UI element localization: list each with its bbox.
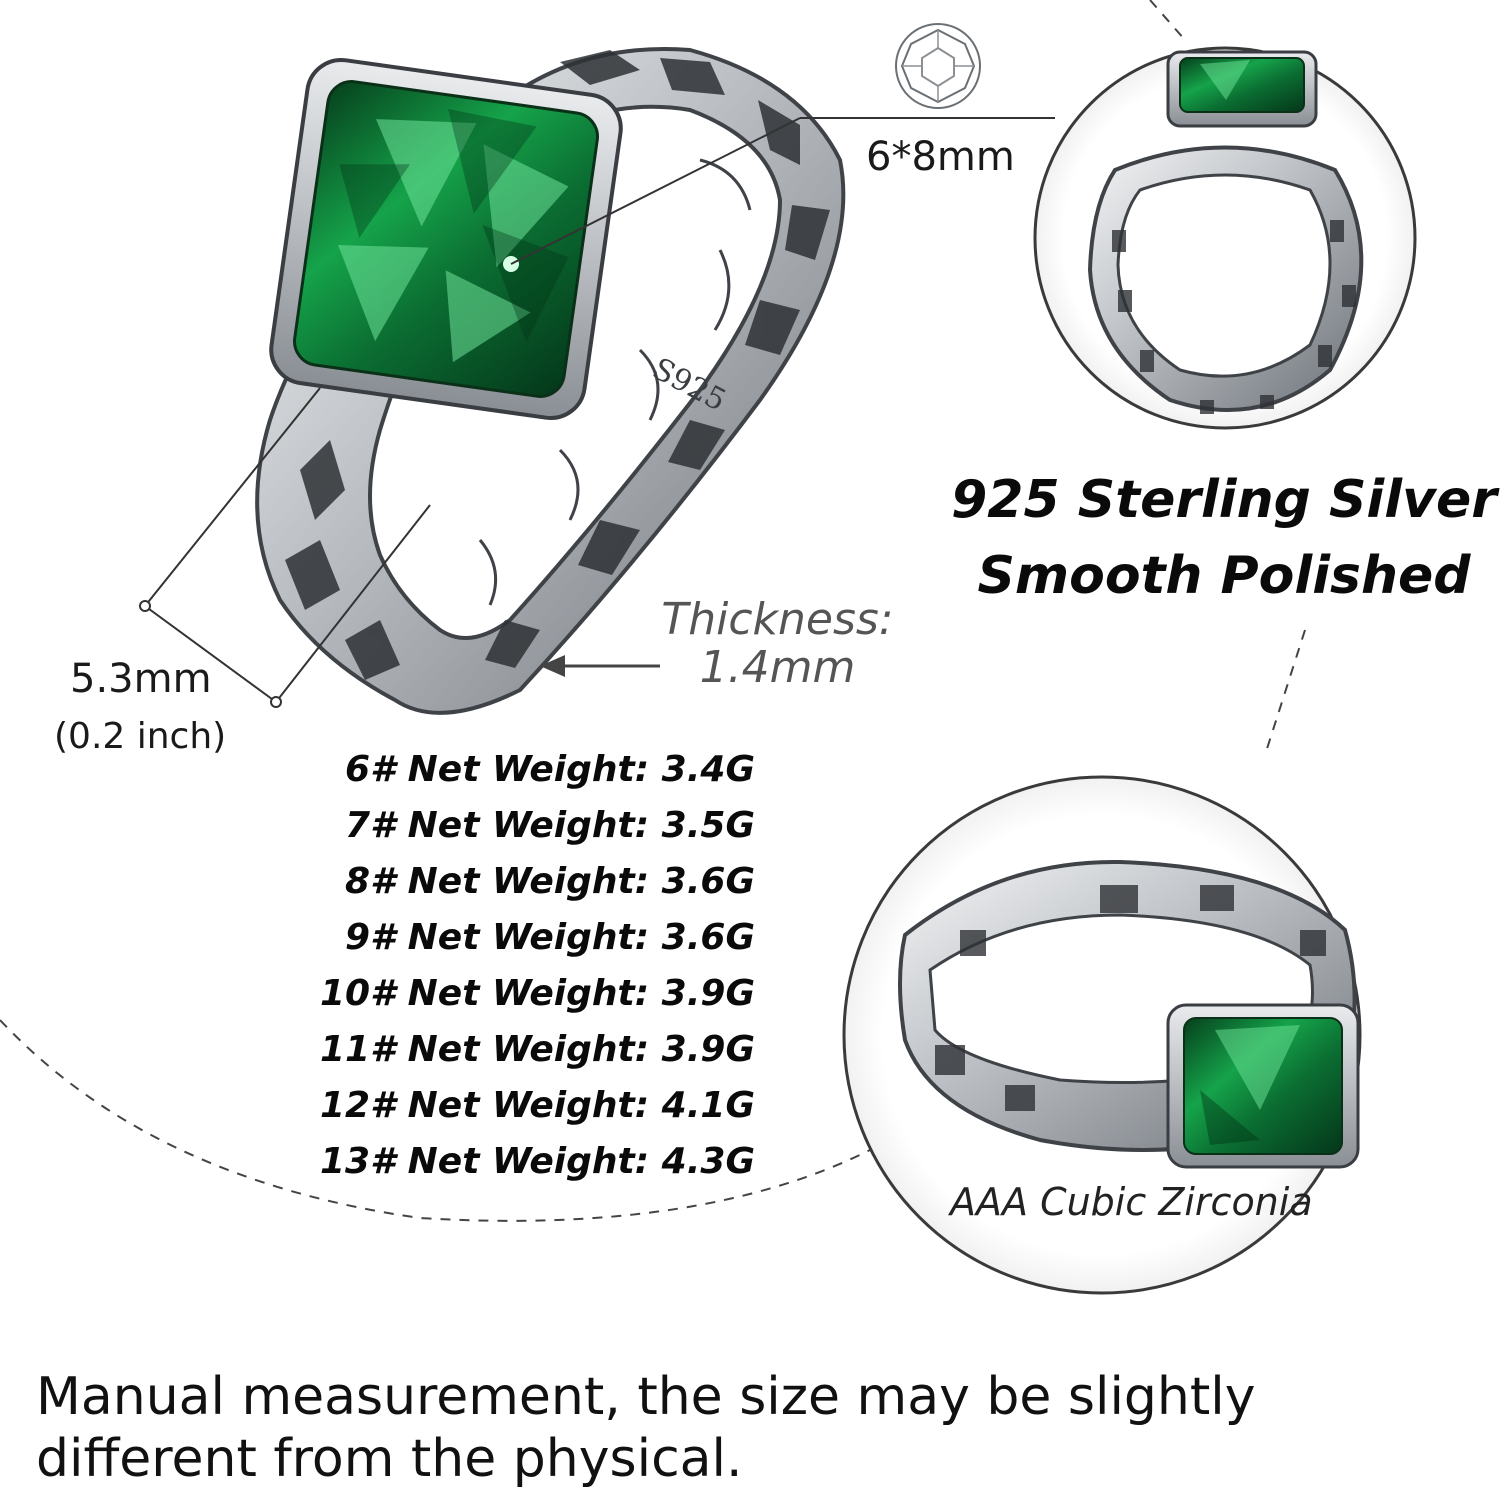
thickness-block: Thickness: 1.4mm — [655, 596, 900, 692]
net-weight-list: 6# Net Weight: 3.4G 7# Net Weight: 3.5G … — [300, 742, 755, 1190]
material-line-2: Smooth Polished — [977, 546, 1471, 606]
note-line-2: different from the physical. — [36, 1429, 743, 1489]
main-ring-image — [255, 47, 846, 715]
measurement-note: Manual measurement, the size may be slig… — [36, 1366, 1476, 1490]
dashed-guide-lines — [0, 0, 1306, 1222]
note-line-1: Manual measurement, the size may be slig… — [36, 1367, 1256, 1427]
band-width-label: 5.3mm — [70, 656, 212, 702]
gem-size-callout — [510, 23, 1055, 265]
net-weight-item: 10# Net Weight: 3.9G — [320, 973, 755, 1014]
net-weight-item: 6# Net Weight: 3.4G — [345, 749, 755, 790]
thickness-label: Thickness: — [661, 594, 894, 645]
net-weight-item: 12# Net Weight: 4.1G — [320, 1085, 755, 1126]
net-weight-item: 9# Net Weight: 3.6G — [345, 917, 755, 958]
detail-circle-bottom — [842, 775, 1362, 1295]
band-width-callout — [139, 387, 431, 708]
detail-circle-top — [1033, 46, 1417, 430]
net-weight-item: 8# Net Weight: 3.6G — [345, 861, 755, 902]
net-weight-item: 7# Net Weight: 3.5G — [345, 805, 755, 846]
gem-size-label: 6*8mm — [866, 134, 1015, 180]
round-gem-icon — [895, 23, 981, 109]
band-width-inch-label: (0.2 inch) — [54, 716, 227, 757]
material-headline: 925 Sterling Silver Smooth Polished — [950, 462, 1498, 614]
material-line-1: 925 Sterling Silver — [951, 470, 1497, 530]
thickness-value: 1.4mm — [699, 642, 856, 693]
thickness-arrow — [540, 655, 660, 677]
net-weight-item: 11# Net Weight: 3.9G — [320, 1029, 755, 1070]
stone-caption: AAA Cubic Zirconia — [950, 1180, 1313, 1224]
net-weight-item: 13# Net Weight: 4.3G — [320, 1141, 755, 1182]
